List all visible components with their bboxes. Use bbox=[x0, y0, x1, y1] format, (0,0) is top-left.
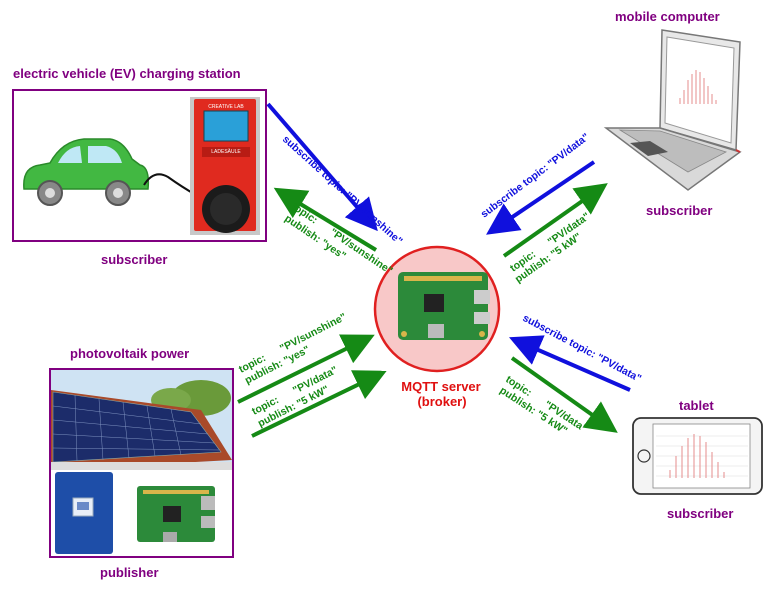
mobile-title: mobile computer bbox=[615, 9, 720, 24]
ev-subscribe-arrow bbox=[266, 102, 378, 232]
raspberry-pi-icon bbox=[137, 486, 215, 542]
mobile-subscribe-arrow bbox=[486, 160, 596, 235]
pv-role: publisher bbox=[100, 565, 159, 580]
mobile-publish-arrow bbox=[502, 183, 608, 258]
station-display-text: LADESÄULE bbox=[211, 148, 241, 155]
tablet-publish-arrow bbox=[510, 356, 618, 433]
ev-publish-topic-label: topic: "PV/sunshine" bbox=[289, 201, 394, 278]
solar-panels-icon bbox=[52, 391, 222, 463]
ev-role: subscriber bbox=[101, 252, 168, 267]
station-brand-text: CREATIVE LAB bbox=[208, 104, 244, 110]
ev-title: electric vehicle (EV) charging station bbox=[13, 66, 241, 81]
pv-publish-sunshine-arrow bbox=[237, 334, 375, 404]
tablet-title: tablet bbox=[679, 398, 714, 413]
pv-publish-data-arrow bbox=[251, 370, 387, 438]
ev-publish-arrow bbox=[273, 187, 378, 252]
mobile-role: subscriber bbox=[646, 203, 713, 218]
ev-charging-station-panel: CREATIVE LAB LADESÄULE bbox=[12, 89, 267, 242]
pv-illustration bbox=[51, 370, 232, 554]
car-icon bbox=[23, 138, 150, 206]
pv-title: photovoltaik power bbox=[70, 346, 190, 361]
inverter-icon bbox=[55, 472, 113, 554]
charging-station-icon bbox=[190, 97, 260, 235]
ev-illustration: CREATIVE LAB LADESÄULE bbox=[23, 97, 260, 235]
tablet-role: subscriber bbox=[667, 506, 734, 521]
pv-panel bbox=[49, 368, 234, 558]
tablet-subscribe-arrow bbox=[509, 335, 631, 392]
